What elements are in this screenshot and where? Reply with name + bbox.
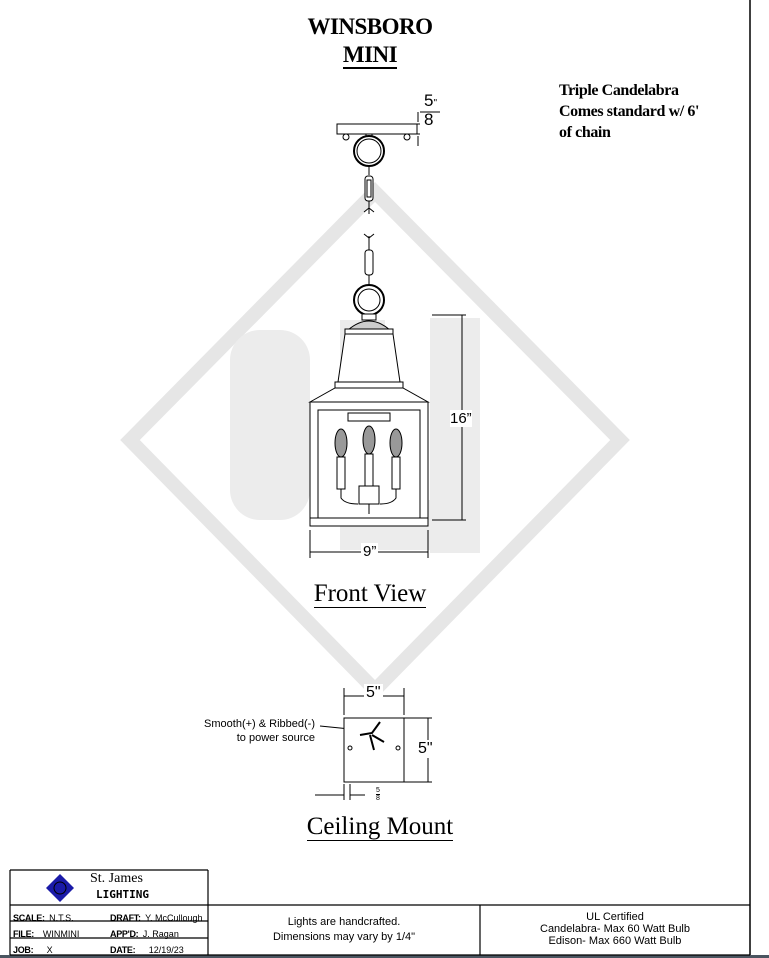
ceiling-mount-label-text: Ceiling Mount [306, 813, 454, 841]
field-date: DATE: 12/19/23 [110, 940, 184, 958]
note-line: Triple Candelabra [559, 82, 679, 99]
fraction-den: 8 [376, 795, 380, 802]
field-label: SCALE: [13, 913, 45, 923]
field-file: FILE: WINMINI [13, 924, 79, 942]
note-line: of chain [559, 124, 611, 141]
note-line: Comes standard w/ 6' [559, 103, 700, 120]
company-name: St. James [90, 871, 143, 886]
lantern-front-view [308, 123, 430, 527]
fraction-num: 5 [376, 787, 380, 795]
fraction-den: 8 [424, 110, 434, 129]
mount-width-dim: 5" [364, 684, 383, 702]
title-block-frame [9, 869, 750, 956]
ceiling-mount-label: Ceiling Mount [280, 813, 480, 841]
product-notes: Triple Candelabra Comes standard w/ 6' o… [559, 80, 699, 143]
field-scale: SCALE: N.T.S. [13, 908, 74, 926]
front-view-label: Front View [270, 580, 470, 608]
fraction-unit: " [433, 98, 438, 109]
watermark-letters [230, 318, 480, 553]
height-dim: 16” [450, 410, 472, 427]
field-value: N.T.S. [49, 913, 74, 923]
fraction-num: 5 [424, 91, 434, 110]
note-line: Edison- Max 660 Watt Bulb [548, 935, 682, 947]
note-line: Candelabra- Max 60 Watt Bulb [540, 923, 690, 935]
product-title: WINSBORO [307, 14, 433, 39]
ul-note: UL Certified Candelabra- Max 60 Watt Bul… [480, 911, 750, 947]
front-view-label-text: Front View [313, 580, 427, 608]
field-value: Y. McCullough [145, 913, 203, 923]
power-source-callout: Smooth(+) & Ribbed(-) to power source [180, 717, 315, 745]
callout-line: to power source [236, 732, 315, 744]
ceiling-mount-plate [343, 717, 405, 783]
width-dim: 9” [361, 543, 379, 560]
field-label: DATE: [110, 945, 136, 955]
company-subname: LIGHTING [96, 888, 149, 901]
field-label: APP'D: [110, 929, 139, 939]
canopy-thickness-dim: 5" 8 [424, 91, 438, 129]
handcrafted-note: Lights are handcrafted. Dimensions may v… [208, 915, 480, 945]
product-subtitle-text: MINI [342, 42, 398, 69]
field-label: JOB: [13, 945, 34, 955]
field-label: DRAFT: [110, 913, 141, 923]
callout-line: Smooth(+) & Ribbed(-) [204, 718, 315, 730]
note-line: UL Certified [586, 911, 644, 923]
field-value: J. Ragan [142, 929, 179, 939]
field-value: X [46, 945, 53, 955]
note-line: Lights are handcrafted. [287, 916, 401, 928]
field-value: WINMINI [42, 929, 80, 939]
product-subtitle: MINI [0, 42, 740, 69]
field-value: 12/19/23 [148, 945, 184, 955]
field-draft: DRAFT: Y. McCullough [110, 908, 203, 926]
sjl-logo-icon [46, 874, 74, 902]
field-job: JOB: X [13, 940, 53, 958]
field-label: FILE: [13, 929, 34, 939]
field-appd: APP'D: J. Ragan [110, 924, 179, 942]
mount-offset-dim: 5 8 [376, 787, 380, 802]
note-line: Dimensions may vary by 1/4" [272, 931, 416, 943]
mount-height-dim: 5" [418, 740, 433, 758]
